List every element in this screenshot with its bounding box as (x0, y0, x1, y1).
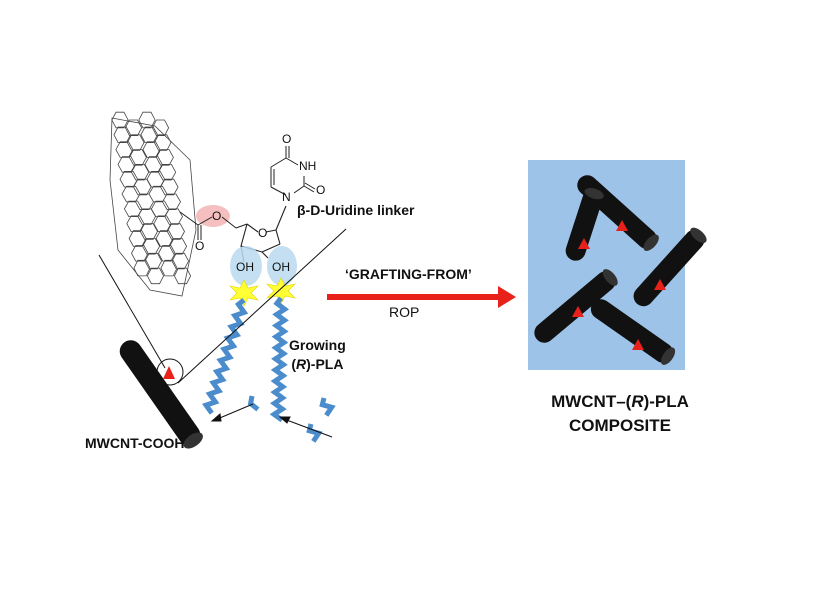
pla-chains (201, 296, 336, 443)
growing-pla-label: Growing (R)-PLA (289, 336, 346, 374)
pla-chain-right (269, 296, 290, 423)
lattice-hexagons (111, 111, 192, 285)
atom-o-right: O (316, 183, 326, 197)
chain-arrows (210, 403, 333, 438)
atom-o-ester: O (212, 209, 222, 223)
composite-tube-3 (534, 269, 618, 343)
rop-label: ROP (389, 304, 420, 320)
lattice-outline (109, 117, 197, 297)
composite-label: MWCNT–(R)-PLA COMPOSITE (535, 390, 705, 438)
composite-marker-3 (572, 306, 584, 317)
growing-pla: -PLA (310, 356, 344, 372)
pla-fragment-2 (306, 423, 323, 443)
growing-line1: Growing (289, 337, 346, 353)
pla-chain-left (201, 298, 249, 415)
grafting-from-label: ‘GRAFTING-FROM’ (345, 266, 472, 282)
composite-tube-2 (633, 227, 707, 307)
composite-r: R (631, 392, 644, 411)
composite-marker-1 (616, 220, 628, 231)
pla-fragment-3 (319, 397, 336, 417)
atom-oh-right: OH (272, 260, 290, 274)
growing-r: R (295, 356, 307, 372)
composite-prefix: MWCNT–( (551, 392, 632, 411)
atom-n: N (282, 190, 291, 204)
ester-linkage (179, 211, 248, 240)
oh-right-highlight (267, 246, 297, 286)
composite-marker-5 (578, 238, 590, 249)
tube-marker (163, 366, 175, 379)
linker-label: β-D-Uridine linker (297, 202, 415, 218)
composite-tube-5 (565, 187, 604, 261)
composite-suffix: )-PLA (643, 392, 689, 411)
growing-line2: (R)-PLA (291, 356, 344, 372)
initiation-burst-left (229, 279, 259, 307)
composite-line2: COMPOSITE (568, 416, 671, 435)
composite-line1: MWCNT–(R)-PLA (535, 390, 705, 414)
mwcnt-tube (119, 340, 203, 449)
atom-nh: NH (299, 159, 317, 173)
atom-o-ring: O (258, 226, 268, 240)
composite-tubes (534, 175, 707, 365)
composite-marker-4 (632, 339, 644, 350)
grafting-arrow (327, 286, 516, 308)
composite-tube-4 (590, 299, 676, 365)
pla-fragment-1 (247, 395, 260, 412)
composite-marker-2 (654, 279, 666, 290)
nanotube-lattice (109, 111, 197, 297)
mwcnt-cooh-label: MWCNT-COOH (85, 435, 185, 451)
uracil-ring (270, 146, 316, 196)
oh-left-highlight (230, 246, 262, 286)
atom-o-carbonyl: O (195, 239, 205, 253)
atom-o-top: O (282, 132, 292, 146)
atom-oh-left: OH (236, 260, 254, 274)
